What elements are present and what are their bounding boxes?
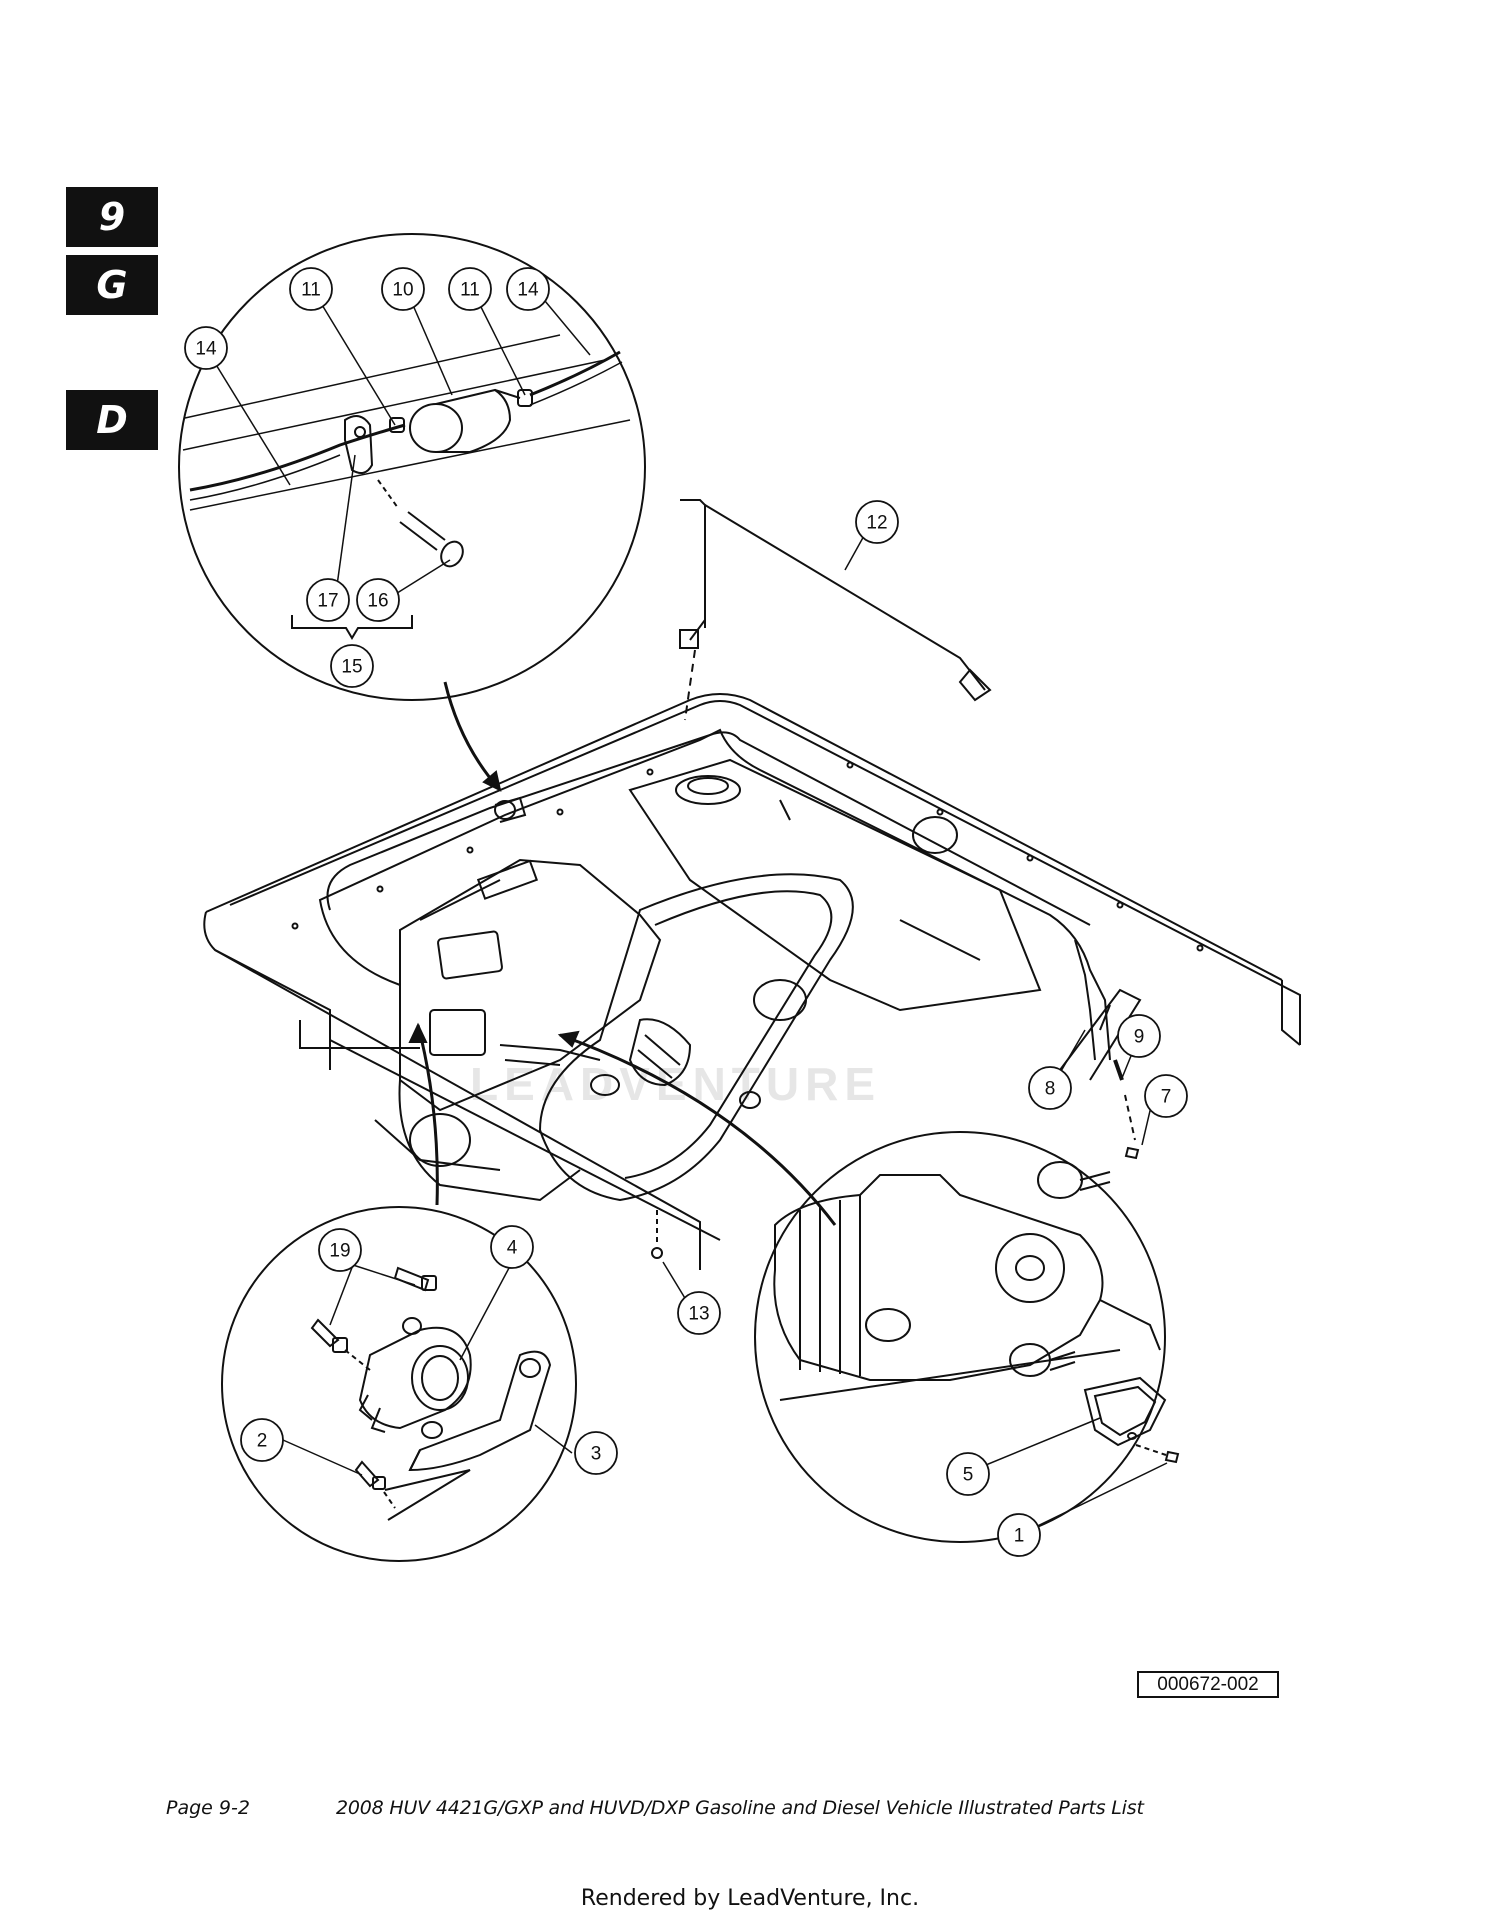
callout-3: 3 <box>574 1431 618 1475</box>
svg-text:14: 14 <box>195 339 217 360</box>
drain-hose <box>1074 939 1096 1061</box>
section-tab-d: D <box>66 390 158 450</box>
svg-text:12: 12 <box>866 513 887 534</box>
svg-text:14: 14 <box>517 280 539 301</box>
svg-text:17: 17 <box>317 591 338 612</box>
svg-text:11: 11 <box>460 280 480 301</box>
callout-8: 8 <box>1028 1066 1072 1110</box>
svg-text:8: 8 <box>1045 1079 1056 1100</box>
svg-text:5: 5 <box>963 1465 974 1486</box>
figure-id: 000672-002 <box>1137 1671 1279 1698</box>
svg-text:19: 19 <box>329 1241 350 1262</box>
callout-15: 15 <box>330 644 374 688</box>
callout-14-right: 14 <box>506 267 550 311</box>
svg-text:4: 4 <box>507 1238 518 1259</box>
callout-19: 19 <box>318 1228 362 1272</box>
detail-circle-fuel-filter <box>178 233 646 701</box>
svg-text:10: 10 <box>392 280 413 301</box>
vent-tube <box>679 499 992 721</box>
callout-16: 16 <box>356 578 400 622</box>
vehicle-frame <box>203 693 1301 1270</box>
callout-12: 12 <box>855 500 899 544</box>
callout-7: 7 <box>1144 1074 1188 1118</box>
svg-text:11: 11 <box>301 280 321 301</box>
callout-4: 4 <box>490 1225 534 1269</box>
callout-11-left: 11 <box>289 267 333 311</box>
detail-circle-engine-gasket <box>754 1131 1180 1543</box>
fuel-tank <box>628 758 1042 1012</box>
rendered-by-credit: Rendered by LeadVenture, Inc. <box>580 1886 920 1911</box>
detail-circle-oil-bracket <box>221 1206 577 1562</box>
svg-text:13: 13 <box>688 1304 709 1325</box>
svg-text:3: 3 <box>591 1444 602 1465</box>
section-tab-9: 9 <box>66 187 158 247</box>
section-tab-g: G <box>66 255 158 315</box>
fuel-line <box>318 728 1111 1061</box>
svg-text:16: 16 <box>367 591 388 612</box>
callout-13: 13 <box>677 1291 721 1335</box>
callout-9: 9 <box>1117 1014 1161 1058</box>
callout-2: 2 <box>240 1418 284 1462</box>
callout-10: 10 <box>381 267 425 311</box>
svg-text:1: 1 <box>1014 1526 1025 1547</box>
callout-17: 17 <box>306 578 350 622</box>
svg-text:9: 9 <box>1134 1027 1145 1048</box>
watermark: LEADVENTURE <box>470 1058 881 1110</box>
callout-1: 1 <box>997 1513 1041 1557</box>
footer-document-title: 2008 HUV 4421G/GXP and HUVD/DXP Gasoline… <box>336 1797 1144 1819</box>
svg-text:7: 7 <box>1161 1087 1172 1108</box>
svg-text:15: 15 <box>341 657 362 678</box>
engine-assembly <box>374 858 854 1202</box>
callout-5: 5 <box>946 1452 990 1496</box>
callout-11-right: 11 <box>448 267 492 311</box>
footer-page-number: Page 9-2 <box>166 1797 250 1819</box>
svg-text:2: 2 <box>257 1431 268 1452</box>
callout-14-left: 14 <box>184 326 228 370</box>
fuel-filter-in-frame <box>494 796 527 823</box>
